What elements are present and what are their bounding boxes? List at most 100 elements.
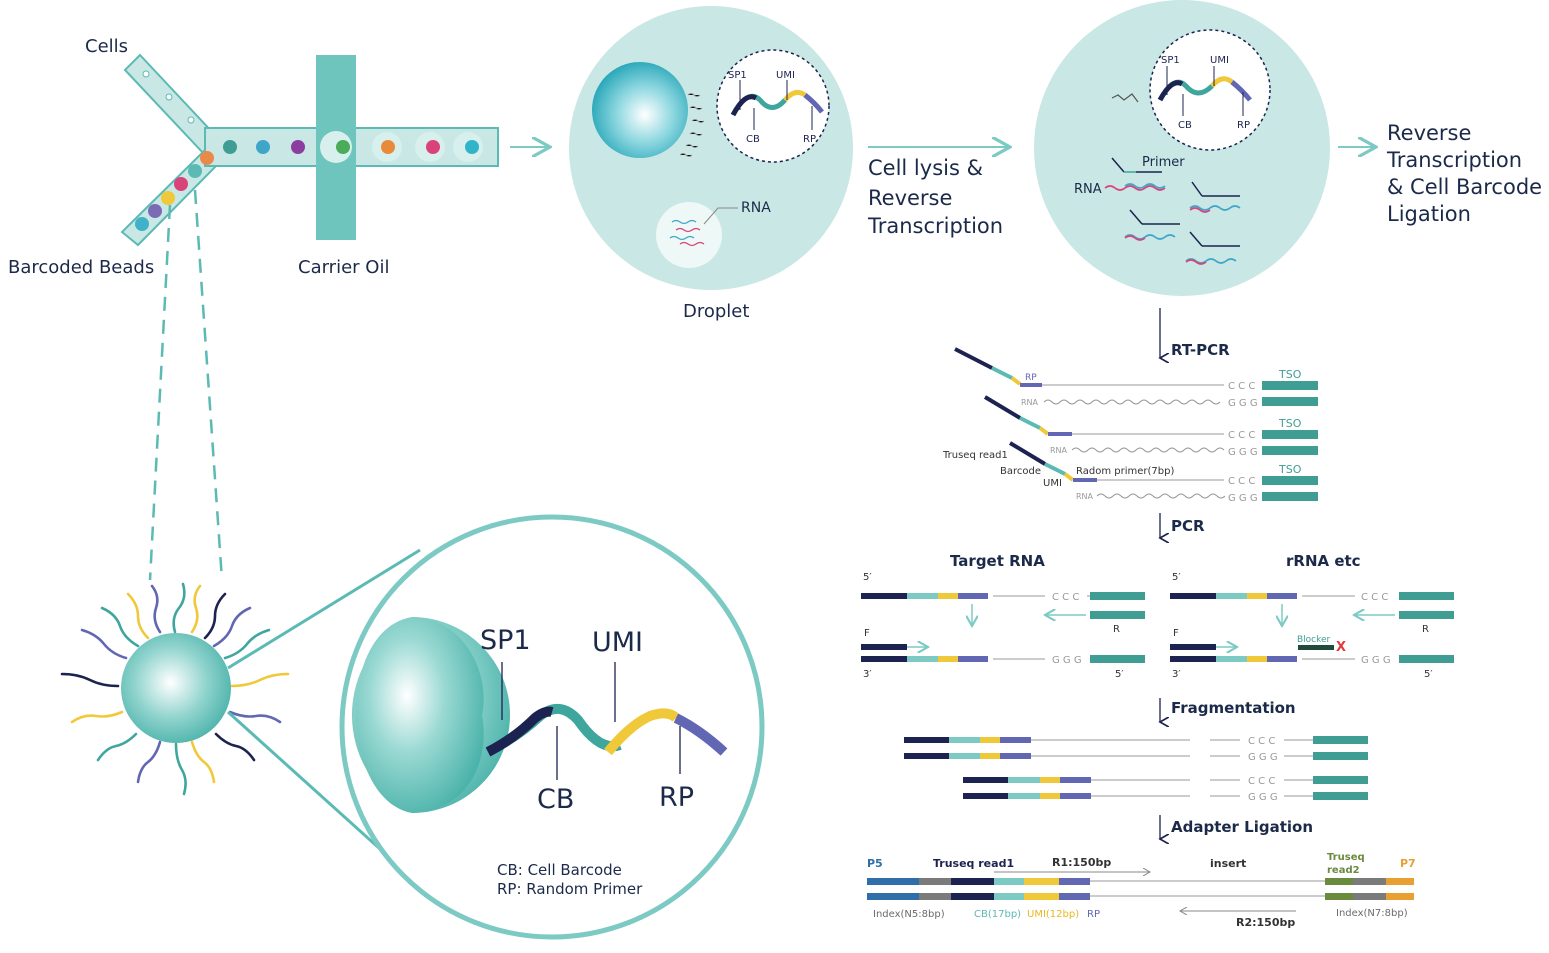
step2-line2: Transcription	[1386, 148, 1522, 172]
adapter-r1: R1:150bp	[1052, 856, 1111, 869]
adapter-cb17: CB(17bp)	[974, 909, 1021, 920]
pcr-target-title: Target RNA	[950, 552, 1045, 570]
step1-line1: Cell lysis &	[868, 156, 983, 180]
lysed-rp-label: RP	[1237, 120, 1250, 131]
lysed-sp1-label: SP1	[1161, 55, 1180, 66]
step2-line4: Ligation	[1387, 202, 1471, 226]
step1-label: Cell lysis & Reverse Transcription	[867, 156, 1003, 238]
lysed-primer-label: Primer	[1142, 155, 1185, 170]
rtpcr-ggg-2: G G G	[1228, 447, 1258, 458]
rtpcr-rp-label: RP	[1025, 373, 1037, 383]
target-f: F	[864, 628, 870, 639]
lysed-droplet	[1034, 0, 1330, 296]
zoom-umi-label: UMI	[592, 627, 643, 658]
adapter-rp: RP	[1087, 909, 1100, 920]
rrna-5prime-bottom: 5′	[1424, 669, 1433, 680]
zoom-rp-label: RP	[659, 782, 694, 813]
droplet-rp-label: RP	[803, 134, 816, 145]
rtpcr-tso-3: TSO	[1278, 463, 1302, 476]
rtpcr-tso-2: TSO	[1278, 417, 1302, 430]
adapter-index-n7: Index(N7:8bp)	[1336, 908, 1408, 919]
step2-line3: & Cell Barcode	[1387, 175, 1542, 199]
rrna-blocker-label: Blocker	[1297, 635, 1331, 645]
frag-ggg-2: G G G	[1248, 792, 1278, 803]
adapter-p7: P7	[1400, 857, 1416, 870]
adapter-p5: P5	[867, 857, 883, 870]
frag-ccc-2: C C C	[1248, 776, 1275, 787]
target-3prime: 3′	[863, 669, 872, 680]
zoom-cb-label: CB	[537, 784, 574, 815]
target-ggg: G G G	[1052, 655, 1082, 666]
adapter-r2: R2:150bp	[1236, 916, 1295, 929]
rtpcr-ccc-2: C C C	[1228, 430, 1255, 441]
cells-label: Cells	[85, 36, 128, 57]
rrna-r: R	[1422, 624, 1429, 635]
rtpcr-title: RT-PCR	[1171, 341, 1230, 359]
lysed-rna-label: RNA	[1074, 182, 1102, 197]
target-5prime-bottom: 5′	[1115, 669, 1124, 680]
rrna-f: F	[1173, 628, 1179, 639]
beads-label: Barcoded Beads	[8, 257, 154, 278]
rtpcr-tso-1: TSO	[1278, 368, 1302, 381]
droplet-label: Droplet	[683, 301, 749, 322]
zoom-line-right	[193, 189, 224, 581]
adapter-insert: insert	[1210, 857, 1246, 870]
step1-line2: Reverse	[868, 186, 952, 210]
droplet-sp1-label: SP1	[728, 70, 747, 81]
adapter-truseq-read2-a: Truseq	[1327, 852, 1365, 863]
lysed-umi-label: UMI	[1210, 55, 1229, 66]
droplet-umi-label: UMI	[776, 70, 795, 81]
rtpcr-strands	[954, 347, 1318, 501]
frag-ggg-1: G G G	[1248, 752, 1278, 763]
target-5prime-top: 5′	[863, 572, 872, 583]
droplet	[569, 6, 853, 290]
adapter-truseq-read2-b: read2	[1327, 865, 1360, 876]
rtpcr-barcode: Barcode	[1000, 466, 1041, 477]
rrna-blocker-x: X	[1336, 640, 1346, 655]
pcr-rrna-title: rRNA etc	[1286, 552, 1361, 570]
rtpcr-ggg-1: G G G	[1228, 398, 1258, 409]
lysed-cb-label: CB	[1178, 120, 1192, 131]
droplet-cb-label: CB	[746, 134, 760, 145]
rtpcr-ggg-3: G G G	[1228, 493, 1258, 504]
rtpcr-random-primer: Radom primer(7bp)	[1076, 466, 1174, 477]
oil-label: Carrier Oil	[298, 257, 389, 278]
target-ccc: C C C	[1052, 592, 1079, 603]
adapter-truseq-read1: Truseq read1	[933, 857, 1014, 870]
frag-ccc-1: C C C	[1248, 736, 1275, 747]
droplet-rna-label: RNA	[741, 200, 771, 216]
rtpcr-rna-1: RNA	[1021, 398, 1039, 407]
target-r: R	[1113, 624, 1120, 635]
pcr-target	[861, 592, 1145, 663]
adapter-umi12: UMI(12bp)	[1027, 909, 1079, 920]
bead-zoom	[226, 514, 765, 940]
step1-line3: Transcription	[867, 214, 1003, 238]
adapter-title: Adapter Ligation	[1171, 818, 1313, 836]
step2-line1: Reverse	[1387, 121, 1471, 145]
rrna-ggg: G G G	[1361, 655, 1391, 666]
rrna-ccc: C C C	[1361, 592, 1388, 603]
microfluidic-chip	[120, 53, 548, 247]
barcoded-bead	[60, 582, 290, 796]
fragmentation-title: Fragmentation	[1171, 699, 1296, 717]
pcr-title: PCR	[1171, 517, 1205, 535]
rrna-3prime: 3′	[1172, 669, 1181, 680]
adapter-library	[867, 872, 1414, 911]
rtpcr-truseq-read1: Truseq read1	[942, 450, 1008, 461]
rtpcr-ccc-1: C C C	[1228, 381, 1255, 392]
zoom-line-left	[148, 204, 172, 581]
rtpcr-rna-3: RNA	[1076, 492, 1094, 501]
step2-label: Reverse Transcription & Cell Barcode Lig…	[1386, 121, 1549, 226]
zoom-sp1-label: SP1	[480, 625, 531, 656]
legend-rp: RP: Random Primer	[497, 880, 643, 898]
rtpcr-umi: UMI	[1043, 478, 1062, 489]
rtpcr-rna-2: RNA	[1050, 446, 1068, 455]
fragmentation-strands	[904, 736, 1368, 800]
pcr-rrna	[1170, 592, 1454, 663]
rrna-5prime-top: 5′	[1172, 572, 1181, 583]
legend-cb: CB: Cell Barcode	[497, 861, 622, 879]
adapter-index-n5: Index(N5:8bp)	[873, 909, 945, 920]
rtpcr-ccc-3: C C C	[1228, 476, 1255, 487]
